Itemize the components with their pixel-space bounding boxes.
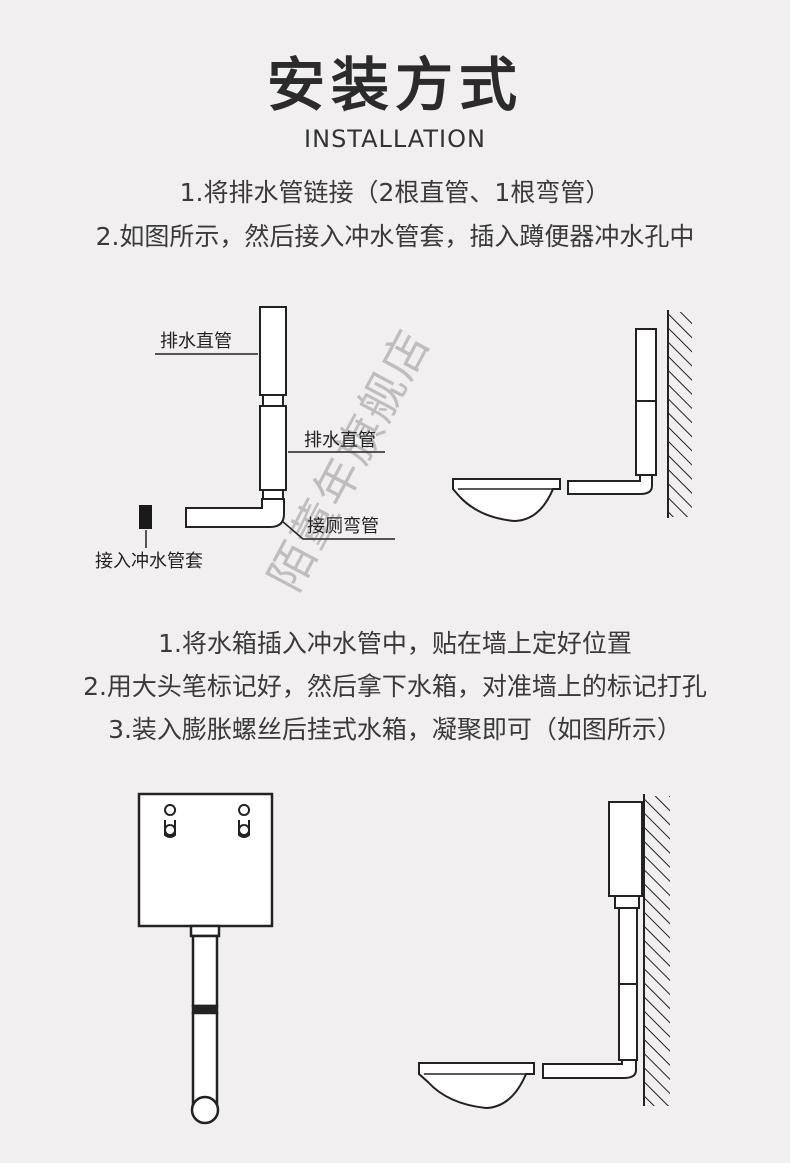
- wall-elbow: [567, 474, 653, 495]
- squat-toilet-2: [418, 1062, 535, 1110]
- wall-pipe-upper: [635, 328, 657, 402]
- wall-pipe-lower: [635, 400, 657, 476]
- wall-hatching-2: [644, 796, 670, 1106]
- flush-pipe-end: [190, 1095, 220, 1125]
- section1-step-2: 2.如图所示，然后接入冲水管套，插入蹲便器冲水孔中: [95, 222, 695, 251]
- label-straight-pipe-1: 排水直管: [160, 331, 232, 352]
- section1-steps: 1.将排水管链接（2根直管、1根弯管） 2.如图所示，然后接入冲水管套，插入蹲便…: [0, 171, 790, 259]
- tank-outlet: [189, 924, 221, 938]
- mount-hole-left-icon: [164, 804, 177, 838]
- tank-front-view: [137, 792, 274, 1125]
- pipe-joint-lower: [262, 489, 284, 500]
- wall-hatching-1: [668, 312, 692, 517]
- water-tank-front: [137, 792, 274, 928]
- label-flush-sleeve: 接入冲水管套: [95, 551, 203, 572]
- section2-step-3: 3.装入膨胀螺丝后挂式水箱，凝聚即可（如图所示）: [108, 715, 682, 744]
- flush-sleeve: [139, 505, 152, 529]
- squat-toilet-1: [452, 478, 561, 523]
- page-title: 安装方式: [266, 51, 523, 119]
- side-elbow: [542, 1059, 637, 1079]
- elbow-pipe: [185, 498, 285, 528]
- section2-step-1: 1.将水箱插入冲水管中，贴在墙上定好位置: [158, 629, 632, 658]
- water-tank-side: [608, 801, 643, 897]
- flush-pipe-upper: [191, 934, 219, 1008]
- section2-step-2: 2.用大头笔标记好，然后拿下水箱，对准墙上的标记打孔: [83, 672, 707, 701]
- pipe-joint-upper: [262, 394, 284, 407]
- flush-pipe-lower: [191, 1011, 219, 1110]
- side-pipe-upper: [618, 907, 638, 985]
- tank-outlet-side: [614, 895, 640, 909]
- label-straight-pipe-2: 排水直管: [304, 430, 376, 451]
- label-elbow-pipe: 接厕弯管: [307, 516, 379, 537]
- pipe-assembly-diagram: [139, 306, 395, 548]
- straight-pipe-lower: [259, 405, 287, 491]
- section2-steps: 1.将水箱插入冲水管中，贴在墙上定好位置 2.用大头笔标记好，然后拿下水箱，对准…: [0, 622, 790, 751]
- section1-step-1: 1.将排水管链接（2根直管、1根弯管）: [179, 178, 611, 207]
- mount-hole-right-icon: [238, 804, 251, 838]
- toilet-side-view-2: [418, 794, 670, 1110]
- toilet-side-view-1: [452, 310, 692, 523]
- side-pipe-lower: [618, 983, 638, 1061]
- label-line-3: [281, 520, 395, 540]
- straight-pipe-upper: [259, 306, 287, 396]
- page-subtitle: INSTALLATION: [304, 125, 486, 153]
